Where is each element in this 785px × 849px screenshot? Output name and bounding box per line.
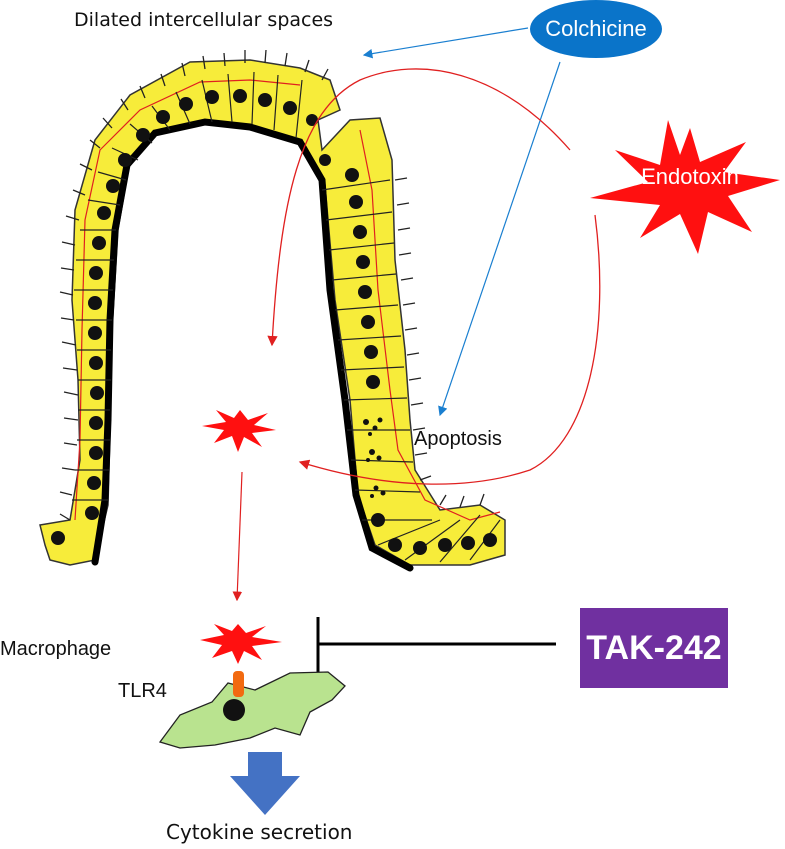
epithelial-fold <box>39 49 506 572</box>
endotoxin-burst-icon <box>590 120 780 254</box>
tlr4-receptor-icon <box>233 671 244 697</box>
macrophage-label: Macrophage <box>0 638 112 660</box>
macrophage-cell <box>158 671 346 749</box>
colchicine-badge: Colchicine <box>530 0 662 58</box>
colchicine-label: Colchicine <box>545 16 647 41</box>
cytokine-secretion-label: Cytokine secretion <box>166 820 353 844</box>
secretion-arrow-icon <box>230 752 300 815</box>
apoptotic-cells <box>363 417 386 498</box>
tlr4-label: TLR4 <box>118 680 167 702</box>
macrophage-nucleus <box>223 699 245 721</box>
endotoxin-label: Endotoxin <box>641 164 739 189</box>
tak242-box: TAK-242 <box>580 608 728 688</box>
endotoxin-particle-icon <box>202 410 276 452</box>
apoptosis-label: Apoptosis <box>414 428 502 450</box>
inhibition-line <box>316 617 556 672</box>
tak242-label: TAK-242 <box>586 628 722 667</box>
dilated-spaces-label: Dilated intercellular spaces <box>74 9 334 31</box>
endotoxin-particle-icon <box>200 624 282 664</box>
endotoxin-arrows <box>232 68 601 602</box>
